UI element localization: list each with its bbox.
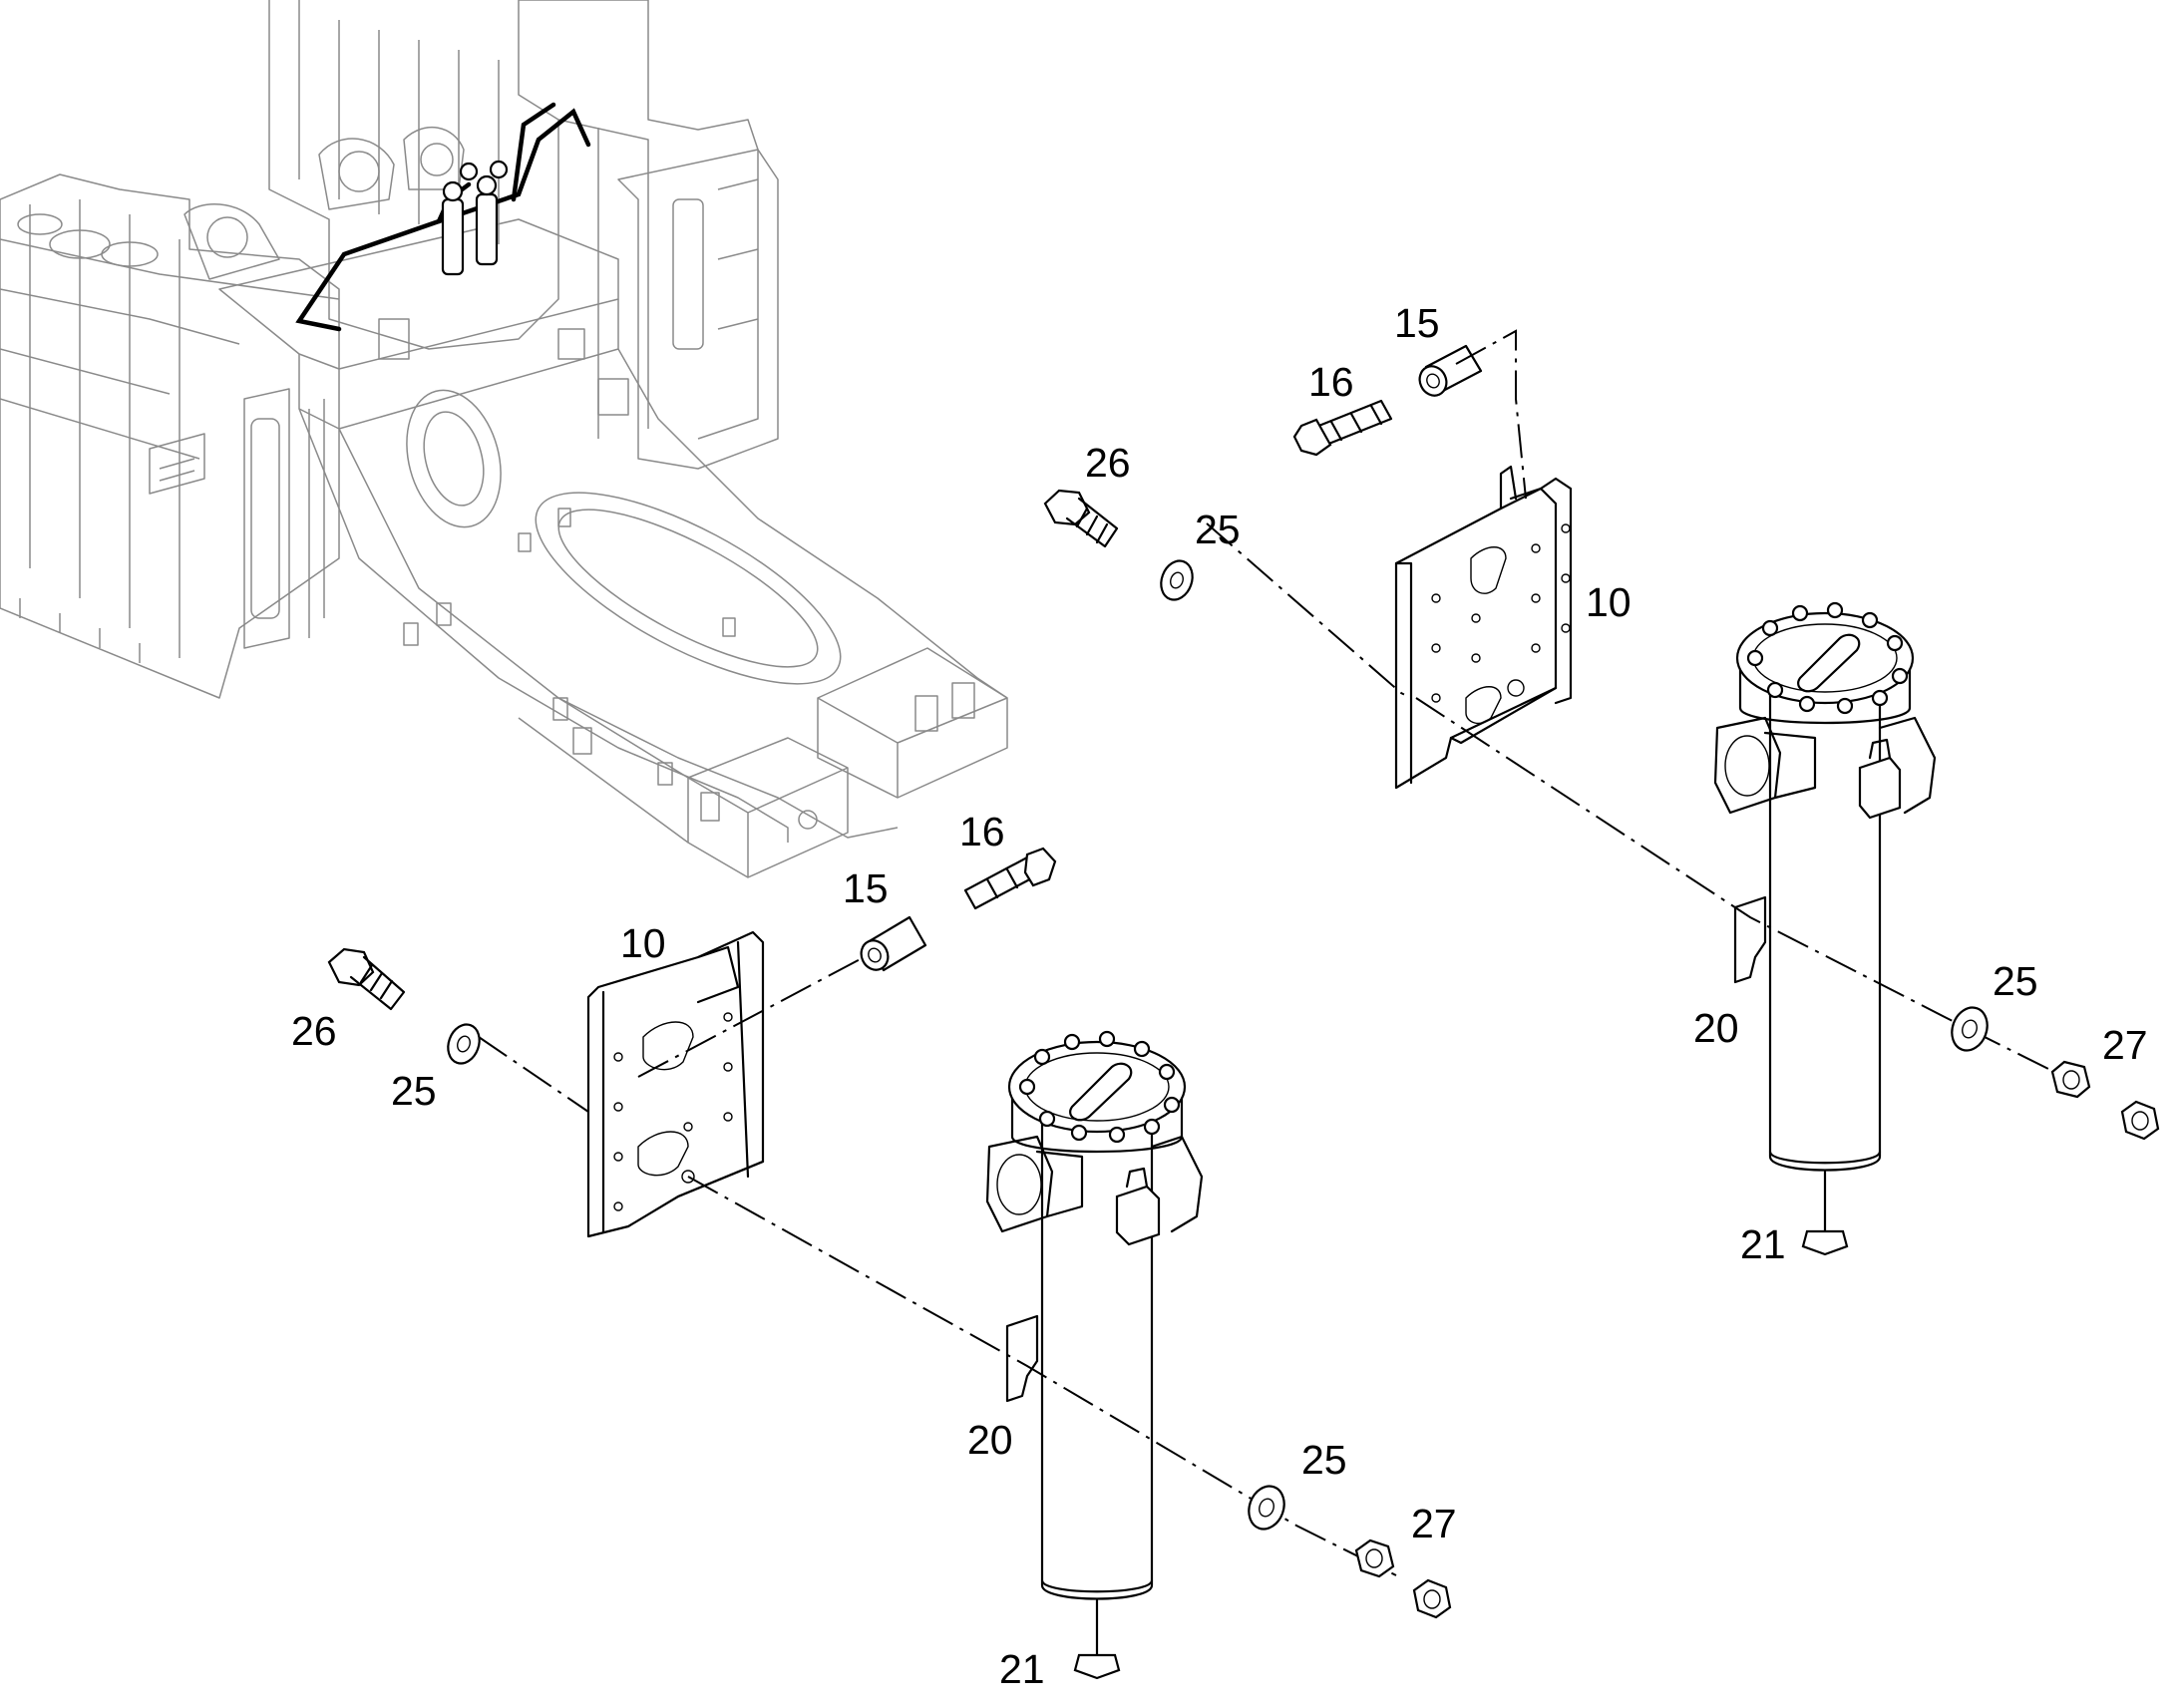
washer-25-upper-right [1951,1006,1989,1052]
hex-nut-27-lower [1354,1538,1452,1619]
callout-25-lower: 25 [391,1068,437,1114]
callout-15-lower: 15 [843,865,889,911]
filter-housing-20-lower [985,1030,1204,1680]
callout-20-lower: 20 [967,1417,1013,1463]
callout-25-upper-right: 25 [1993,958,2038,1004]
callout-10-lower: 10 [620,920,666,966]
axis-line-lower-spacer [637,954,869,1078]
mounting-bracket-10-upper [1394,465,1573,790]
axis-line-upper-filter [1415,697,2075,1083]
axis-line-lower-mount [478,1036,589,1113]
hex-bolt-26-upper [1043,489,1119,548]
callout-10-upper: 10 [1586,579,1632,625]
callout-16-lower: 16 [959,809,1005,854]
washer-25-lower-right [1248,1485,1285,1531]
callout-21-upper: 21 [1740,1221,1786,1267]
callout-27-upper: 27 [2102,1022,2148,1068]
axis-line-upper-mount [1206,522,1412,699]
filter-housing-20-upper [1713,601,1937,1256]
spacer-15-upper [1418,344,1483,397]
lower-assembly [327,847,1452,1680]
washer-25-upper [1160,559,1194,601]
callout-27-lower: 27 [1411,1501,1457,1546]
machine-frame [0,0,1008,878]
callout-26-upper: 26 [1085,440,1131,486]
washer-25-lower [447,1023,481,1065]
hex-bolt-16-lower [963,847,1057,910]
hex-bolt-26-lower [327,947,406,1011]
callout-25-upper: 25 [1195,507,1241,552]
callout-20-upper: 20 [1693,1005,1739,1051]
hex-bolt-16-upper [1292,399,1393,457]
spacer-15-lower [860,915,927,972]
callout-15-upper: 15 [1394,300,1440,346]
mounting-bracket-10-lower [586,930,765,1238]
callout-labels: 15 16 26 25 10 20 25 27 21 16 15 10 26 2… [291,300,2148,1692]
upper-assembly [1043,329,2160,1256]
callout-25-lower-right: 25 [1301,1437,1347,1483]
axis-line-upper-spacer [1455,329,1527,500]
hex-nut-27-upper [2050,1060,2160,1141]
callout-26-lower: 26 [291,1008,337,1054]
axis-line-lower-filter [687,1176,1397,1576]
callout-16-upper: 16 [1308,359,1354,405]
callout-21-lower: 21 [999,1646,1045,1692]
